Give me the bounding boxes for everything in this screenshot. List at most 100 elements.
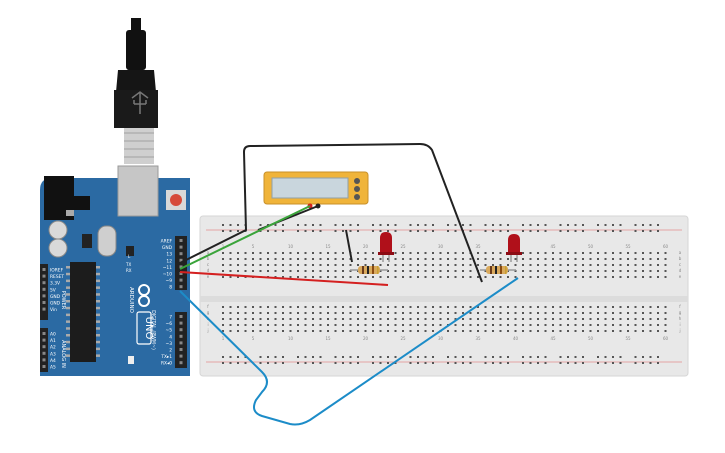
breadboard-hole[interactable]: [312, 270, 314, 272]
breadboard-hole[interactable]: [574, 230, 577, 232]
breadboard-hole[interactable]: [357, 258, 359, 260]
breadboard-hole[interactable]: [379, 312, 382, 314]
breadboard-hole[interactable]: [552, 306, 554, 308]
breadboard-hole[interactable]: [649, 264, 652, 266]
breadboard-hole[interactable]: [387, 270, 389, 272]
breadboard-hole[interactable]: [222, 264, 224, 266]
breadboard-hole[interactable]: [522, 224, 524, 226]
breadboard-hole[interactable]: [319, 224, 322, 226]
breadboard-hole[interactable]: [379, 270, 382, 272]
breadboard-hole[interactable]: [499, 306, 502, 308]
breadboard-hole[interactable]: [297, 318, 299, 320]
breadboard-hole[interactable]: [447, 276, 449, 278]
breadboard-hole[interactable]: [267, 312, 269, 314]
breadboard-hole[interactable]: [334, 306, 337, 308]
breadboard-hole[interactable]: [297, 224, 299, 226]
breadboard-hole[interactable]: [499, 252, 502, 254]
breadboard-hole[interactable]: [244, 270, 247, 272]
header-pin[interactable]: [42, 345, 46, 349]
breadboard-hole[interactable]: [252, 252, 254, 254]
breadboard-hole[interactable]: [567, 230, 569, 232]
breadboard-hole[interactable]: [289, 252, 292, 254]
breadboard-hole[interactable]: [432, 230, 434, 232]
breadboard-hole[interactable]: [342, 324, 344, 326]
breadboard-hole[interactable]: [357, 252, 359, 254]
breadboard-hole[interactable]: [312, 318, 314, 320]
breadboard-hole[interactable]: [649, 330, 652, 332]
header-pin[interactable]: [179, 341, 183, 345]
breadboard-hole[interactable]: [409, 252, 412, 254]
breadboard-hole[interactable]: [507, 258, 509, 260]
breadboard-hole[interactable]: [289, 324, 292, 326]
breadboard-hole[interactable]: [237, 252, 239, 254]
breadboard-hole[interactable]: [297, 276, 299, 278]
breadboard-hole[interactable]: [259, 252, 262, 254]
breadboard-hole[interactable]: [357, 312, 359, 314]
breadboard-hole[interactable]: [274, 312, 277, 314]
breadboard-hole[interactable]: [552, 330, 554, 332]
breadboard-hole[interactable]: [379, 276, 382, 278]
breadboard-hole[interactable]: [222, 318, 224, 320]
breadboard-hole[interactable]: [349, 224, 352, 226]
breadboard-hole[interactable]: [387, 312, 389, 314]
breadboard-hole[interactable]: [589, 324, 592, 326]
breadboard-hole[interactable]: [544, 318, 547, 320]
breadboard-hole[interactable]: [229, 318, 232, 320]
breadboard-hole[interactable]: [469, 306, 472, 308]
breadboard-hole[interactable]: [244, 264, 247, 266]
breadboard-hole[interactable]: [229, 312, 232, 314]
breadboard-hole[interactable]: [559, 270, 562, 272]
breadboard-hole[interactable]: [574, 356, 577, 358]
breadboard-hole[interactable]: [642, 270, 644, 272]
breadboard-hole[interactable]: [282, 224, 284, 226]
breadboard-hole[interactable]: [537, 224, 539, 226]
breadboard-hole[interactable]: [394, 264, 397, 266]
breadboard-hole[interactable]: [282, 306, 284, 308]
led-2[interactable]: [506, 234, 522, 262]
breadboard-hole[interactable]: [222, 330, 224, 332]
breadboard-hole[interactable]: [244, 330, 247, 332]
breadboard-hole[interactable]: [439, 306, 442, 308]
breadboard-hole[interactable]: [289, 318, 292, 320]
breadboard-hole[interactable]: [432, 258, 434, 260]
breadboard-hole[interactable]: [252, 324, 254, 326]
breadboard-hole[interactable]: [342, 224, 344, 226]
breadboard-hole[interactable]: [387, 330, 389, 332]
breadboard-hole[interactable]: [327, 270, 329, 272]
breadboard-hole[interactable]: [349, 264, 352, 266]
breadboard-hole[interactable]: [342, 264, 344, 266]
breadboard-hole[interactable]: [537, 270, 539, 272]
breadboard-hole[interactable]: [319, 258, 322, 260]
breadboard-hole[interactable]: [612, 324, 614, 326]
breadboard-hole[interactable]: [567, 276, 569, 278]
breadboard-hole[interactable]: [529, 362, 532, 364]
breadboard-hole[interactable]: [402, 276, 404, 278]
breadboard-hole[interactable]: [244, 258, 247, 260]
breadboard-hole[interactable]: [282, 264, 284, 266]
breadboard-hole[interactable]: [604, 270, 607, 272]
breadboard-hole[interactable]: [567, 270, 569, 272]
breadboard-hole[interactable]: [582, 318, 584, 320]
breadboard-hole[interactable]: [469, 324, 472, 326]
breadboard-hole[interactable]: [432, 362, 434, 364]
breadboard-hole[interactable]: [327, 306, 329, 308]
header-pin[interactable]: [42, 365, 46, 368]
breadboard-hole[interactable]: [642, 224, 644, 226]
header-pin[interactable]: [42, 274, 46, 278]
breadboard-hole[interactable]: [274, 306, 277, 308]
breadboard-hole[interactable]: [544, 324, 547, 326]
breadboard-hole[interactable]: [649, 318, 652, 320]
breadboard-hole[interactable]: [364, 306, 367, 308]
header-pin[interactable]: [179, 361, 183, 365]
breadboard-hole[interactable]: [394, 230, 397, 232]
header-pin[interactable]: [179, 252, 183, 256]
breadboard-hole[interactable]: [394, 324, 397, 326]
breadboard-hole[interactable]: [507, 362, 509, 364]
breadboard-hole[interactable]: [499, 356, 502, 358]
breadboard-hole[interactable]: [552, 312, 554, 314]
breadboard-hole[interactable]: [387, 362, 389, 364]
breadboard-hole[interactable]: [229, 230, 232, 232]
header-pin[interactable]: [179, 354, 183, 358]
breadboard-hole[interactable]: [424, 306, 427, 308]
breadboard-hole[interactable]: [424, 324, 427, 326]
